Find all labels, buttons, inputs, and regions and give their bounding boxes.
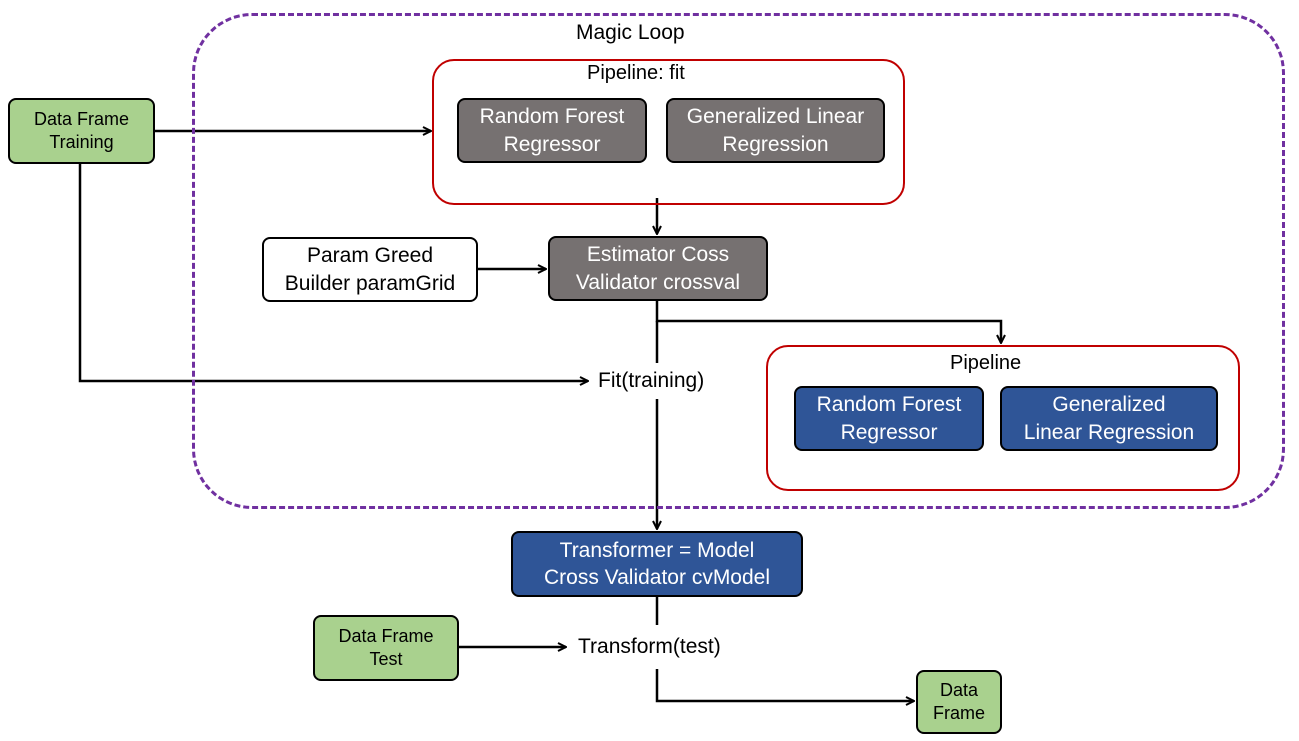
pipeline-fit-title: Pipeline: fit xyxy=(587,62,685,84)
output-data-frame-node: Data Frame xyxy=(916,670,1002,734)
param-grid-builder-node: Param Greed Builder paramGrid xyxy=(262,237,478,302)
pipeline-fit-random-forest-node: Random Forest Regressor xyxy=(457,98,647,163)
node-label-line1: Transformer = Model xyxy=(559,538,755,562)
pipeline-random-forest-node: Random Forest Regressor xyxy=(794,386,984,451)
transformer-model-node: Transformer = Model Cross Validator cvMo… xyxy=(511,531,803,597)
node-label-line1: Random Forest xyxy=(816,393,962,417)
node-label-line2: Frame xyxy=(932,703,985,723)
pipeline-container xyxy=(766,345,1240,491)
magic-loop-boundary xyxy=(192,13,1285,509)
node-label-line1: Generalized xyxy=(1052,393,1166,417)
training-data-frame-node: Data Frame Training xyxy=(8,98,155,164)
node-label-line1: Random Forest xyxy=(479,105,625,129)
arrow-estimator-to-pipeline xyxy=(655,301,1001,343)
node-label-line2: Test xyxy=(369,649,403,669)
node-label-line1: Data xyxy=(939,679,979,700)
transform-test-label: Transform(test) xyxy=(578,635,721,658)
node-label-line2: Builder paramGrid xyxy=(284,271,456,295)
node-label-line1: Estimator Coss xyxy=(586,243,730,267)
node-label-line2: Linear Regression xyxy=(1023,420,1195,444)
node-label-line1: Data Frame xyxy=(338,625,434,646)
pipeline-fit-glm-node: Generalized Linear Regression xyxy=(666,98,885,163)
arrow-transform-to-output xyxy=(655,669,914,701)
pipeline-fit-container xyxy=(432,59,905,205)
node-label-line1: Generalized Linear xyxy=(686,105,865,129)
node-label-line2: Cross Validator cvModel xyxy=(543,566,771,589)
pipeline-glm-node: Generalized Linear Regression xyxy=(1000,386,1218,451)
arrow-training-to-fit xyxy=(78,164,588,381)
node-label-line2: Regressor xyxy=(503,132,601,156)
test-data-frame-node: Data Frame Test xyxy=(313,615,459,681)
node-label-line1: Param Greed xyxy=(306,244,434,268)
pipeline-title: Pipeline xyxy=(950,352,1022,374)
node-label-line2: Training xyxy=(49,132,114,152)
fit-training-label: Fit(training) xyxy=(598,369,705,392)
magic-loop-title: Magic Loop xyxy=(576,21,685,44)
node-label-line2: Regression xyxy=(722,132,829,156)
node-label-line2: Regressor xyxy=(840,420,938,444)
node-label-line2: Validator crossval xyxy=(575,270,741,294)
node-label-line1: Data Frame xyxy=(33,108,130,129)
estimator-cross-validator-node: Estimator Coss Validator crossval xyxy=(548,236,768,301)
